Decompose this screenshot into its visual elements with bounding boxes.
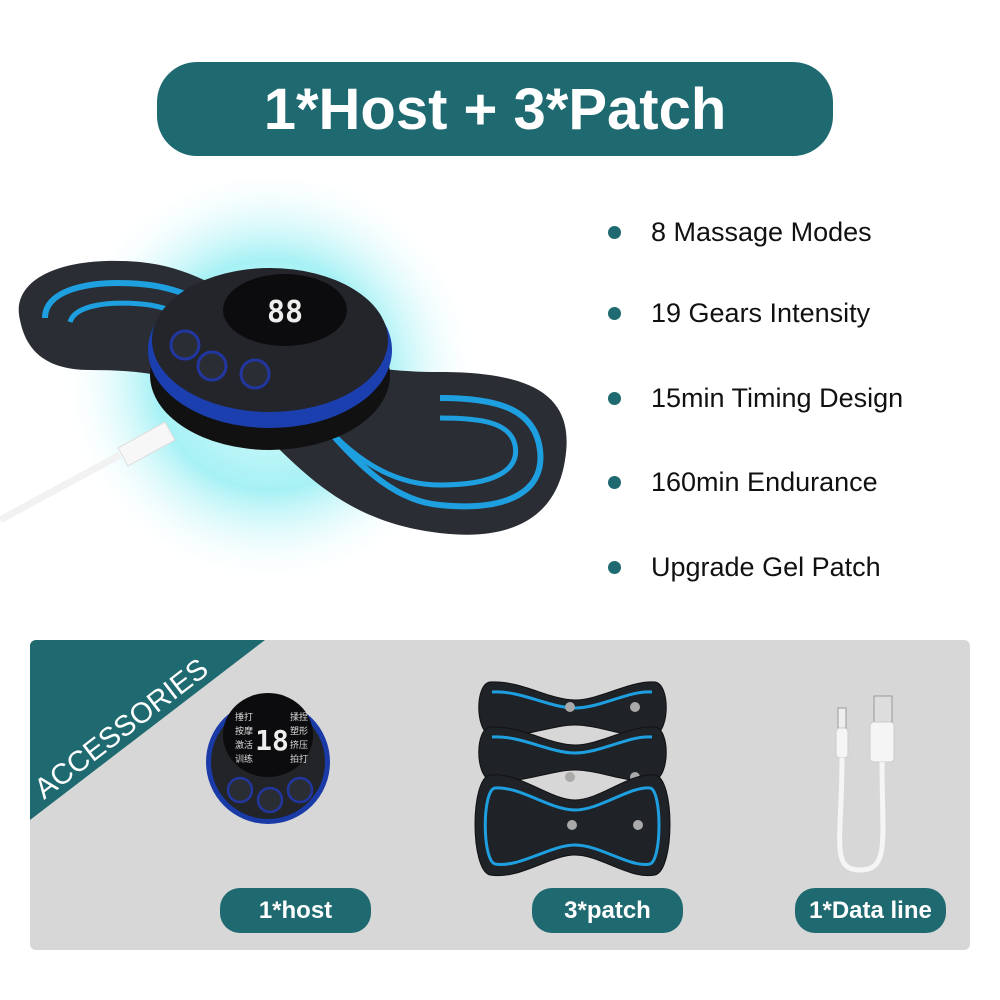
feature-item: 160min Endurance xyxy=(608,465,878,499)
label-text: 3*patch xyxy=(564,896,651,924)
feature-text: 15min Timing Design xyxy=(651,382,904,413)
patch-label: 3*patch xyxy=(532,888,683,933)
mode-label: 捶打 xyxy=(235,711,253,723)
plus-button-icon xyxy=(286,776,314,804)
minus-button-icon xyxy=(169,329,201,361)
mode-label: 揉捏 xyxy=(290,711,308,723)
mode-label: 按摩 xyxy=(235,725,253,737)
power-button-icon xyxy=(196,350,228,382)
feature-item: 15min Timing Design xyxy=(608,381,903,415)
data-line-cable xyxy=(835,695,895,873)
host-accessory: 18 捶打 按摩 激活 训练 揉捏 塑形 挤压 拍打 xyxy=(206,693,330,824)
data-line-label: 1*Data line xyxy=(795,888,946,933)
host-device: 88 xyxy=(148,268,392,450)
bullet-icon xyxy=(608,225,621,239)
accessories-banner xyxy=(30,640,265,820)
feature-item: 19 Gears Intensity xyxy=(608,296,870,330)
mode-label: 塑形 xyxy=(290,725,308,737)
mode-label: 激活 xyxy=(235,739,253,751)
bullet-icon xyxy=(608,560,621,574)
title-banner: 1*Host + 3*Patch xyxy=(157,62,833,156)
feature-item: 8 Massage Modes xyxy=(608,215,872,249)
accessories-art: ACCESSORIES 18 捶打 按摩 激活 训练 揉捏 塑形 挤压 拍打 xyxy=(30,640,895,877)
mode-label: 训练 xyxy=(235,753,253,765)
feature-text: Upgrade Gel Patch xyxy=(651,551,881,582)
feature-text: 8 Massage Modes xyxy=(651,216,872,247)
label-text: 1*host xyxy=(258,896,333,924)
host-label: 1*host xyxy=(220,888,371,933)
patch-stack xyxy=(474,681,671,877)
feature-item: Upgrade Gel Patch xyxy=(608,550,881,584)
feature-text: 160min Endurance xyxy=(651,466,878,497)
usb-cable xyxy=(0,421,176,524)
mode-label: 拍打 xyxy=(290,753,308,765)
label-text: 1*Data line xyxy=(809,896,932,924)
bullet-icon xyxy=(608,306,621,320)
power-button-icon xyxy=(256,786,284,814)
bullet-icon xyxy=(608,391,621,405)
host-display-digits: 18 xyxy=(255,724,289,757)
bullet-icon xyxy=(608,475,621,489)
page-title: 1*Host + 3*Patch xyxy=(263,76,727,142)
mode-label: 挤压 xyxy=(290,739,308,751)
plus-button-icon xyxy=(239,358,271,390)
product-illustration: 88 xyxy=(0,180,567,580)
accessories-panel: ACCESSORIES 18 捶打 按摩 激活 训练 揉捏 塑形 挤压 拍打 xyxy=(30,640,970,950)
device-display: 88 xyxy=(267,295,303,330)
minus-button-icon xyxy=(226,776,254,804)
feature-text: 19 Gears Intensity xyxy=(651,297,871,328)
